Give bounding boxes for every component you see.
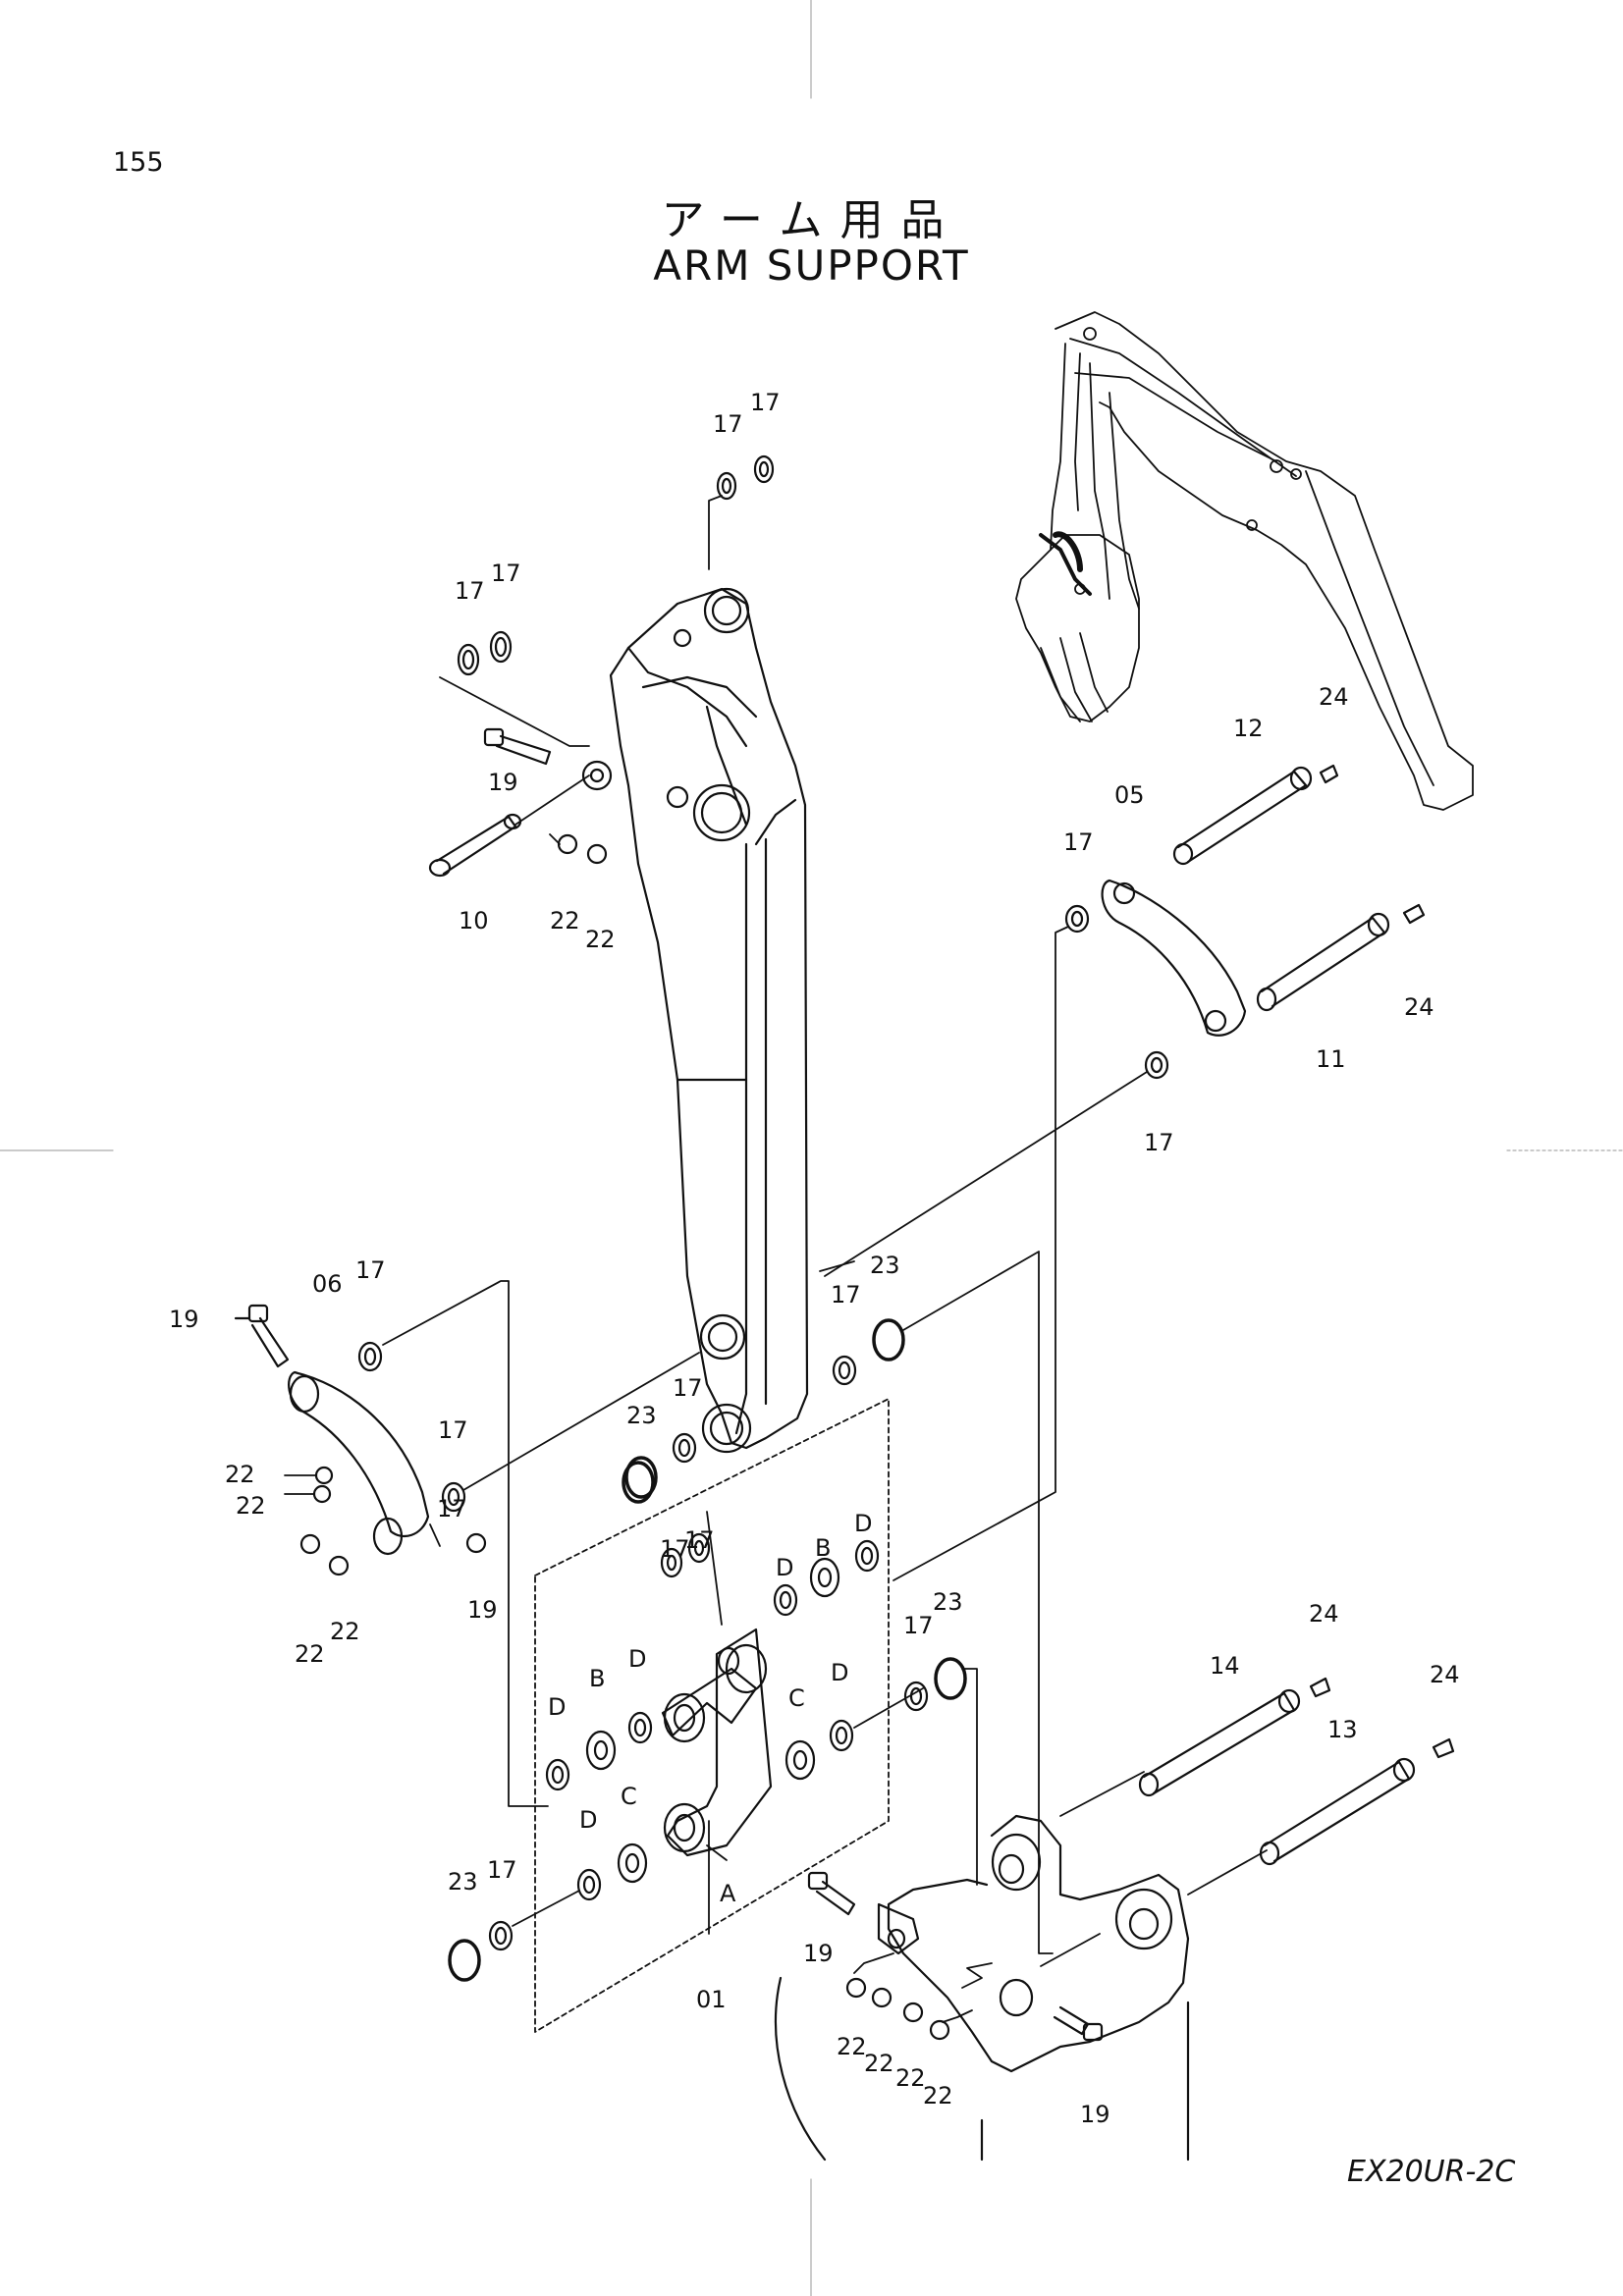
callout-17: 17 [437,1495,467,1522]
bolt-19-left [234,1304,290,1368]
excavator-overview-illustration [1015,311,1474,811]
callout-b: B [589,1665,605,1692]
callout-22: 22 [895,2064,926,2092]
callout-13: 13 [1327,1716,1358,1743]
nuts-22-upper [557,833,608,865]
callout-22: 22 [585,926,616,953]
callout-19: 19 [467,1596,498,1624]
title-english: ARM SUPPORT [653,241,970,290]
leader-lines-upper-left [439,495,723,845]
callout-17: 17 [1063,828,1094,856]
washers-17-upper-left [457,454,775,676]
callout-17: 17 [713,410,743,438]
callout-17: 17 [491,560,521,587]
callout-14: 14 [1210,1652,1240,1680]
callout-17: 17 [438,1416,468,1444]
callout-17: 17 [1144,1129,1174,1156]
callout-23: 23 [626,1402,657,1429]
callout-22: 22 [236,1492,266,1520]
link-05 [1101,879,1247,1037]
callout-17: 17 [487,1856,517,1884]
callout-22: 22 [295,1640,325,1668]
callout-22: 22 [550,907,580,934]
arm-body [581,587,809,1454]
orings-23-left [622,1461,655,1504]
callout-17: 17 [903,1612,934,1639]
orings-23-mid [624,1318,905,1499]
callout-24: 24 [1309,1600,1339,1628]
callout-06: 06 [312,1270,343,1298]
callout-a: A [720,1880,736,1907]
callout-c: C [788,1684,805,1712]
leader-lines-right [819,926,1148,1954]
callout-22: 22 [330,1618,360,1645]
link-a [661,1628,773,1857]
callout-22: 22 [923,2082,953,2109]
assembly-01-outline [534,1398,890,2033]
callout-01: 01 [696,1986,727,2013]
callout-17: 17 [673,1374,703,1402]
callout-17: 17 [684,1526,715,1554]
leader-lines-lower [853,1771,1268,2023]
callout-24: 24 [1430,1661,1460,1688]
callout-19: 19 [488,769,518,796]
nuts-22-lower [845,1977,950,2041]
callout-d: D [854,1510,872,1537]
nuts-22-left [299,1466,487,1576]
callout-d: D [628,1645,646,1673]
washers-17-right [672,904,1169,1464]
callout-24: 24 [1404,993,1434,1021]
callout-17: 17 [831,1281,861,1308]
pin-13 [1259,1737,1455,1866]
washers-17-left [357,1341,466,1513]
callout-17: 17 [660,1535,690,1563]
bushings-assembly [488,1532,929,1951]
bolt-19-lower-left [807,1871,920,1955]
callout-10: 10 [459,907,489,934]
callout-23: 23 [870,1252,900,1279]
callout-12: 12 [1233,715,1264,742]
callout-labels: 17 17 17 17 19 10 22 22 12 24 05 17 11 2… [169,389,1460,2128]
callout-23: 23 [933,1588,963,1616]
pin-10 [428,813,522,878]
callout-d: D [548,1693,566,1721]
callout-c: C [621,1783,637,1810]
callout-17: 17 [455,577,485,605]
callout-23: 23 [448,1868,478,1896]
callout-19: 19 [1080,2101,1110,2128]
bucket-bracket [774,1814,1190,2162]
page-number: 155 [113,147,164,178]
callout-17: 17 [355,1256,386,1284]
pin-12 [1172,764,1339,866]
callout-24: 24 [1319,683,1349,711]
link-06 [288,1370,430,1556]
pin-11 [1256,903,1426,1012]
orings-23-lower [448,1657,967,1982]
model-code: EX20UR-2C [1347,2155,1516,2189]
callout-22: 22 [837,2033,867,2060]
callout-22: 22 [864,2050,894,2077]
title-japanese: アーム用品 [661,195,962,245]
callout-05: 05 [1114,781,1145,809]
callout-d: D [579,1806,597,1834]
leader-lines-assembly [512,1511,978,1935]
callout-b: B [815,1534,831,1562]
pin-14 [1138,1677,1331,1797]
callout-17: 17 [750,389,781,416]
bolt-19-upper [483,727,552,766]
callout-22: 22 [225,1461,255,1488]
callout-19: 19 [169,1306,199,1333]
callout-d: D [831,1659,848,1686]
callout-19: 19 [803,1940,834,1967]
leader-lines-left [284,1280,700,1807]
bolt-19-lower-right [1053,2005,1104,2042]
callout-d: D [776,1554,793,1581]
callout-11: 11 [1316,1045,1346,1073]
